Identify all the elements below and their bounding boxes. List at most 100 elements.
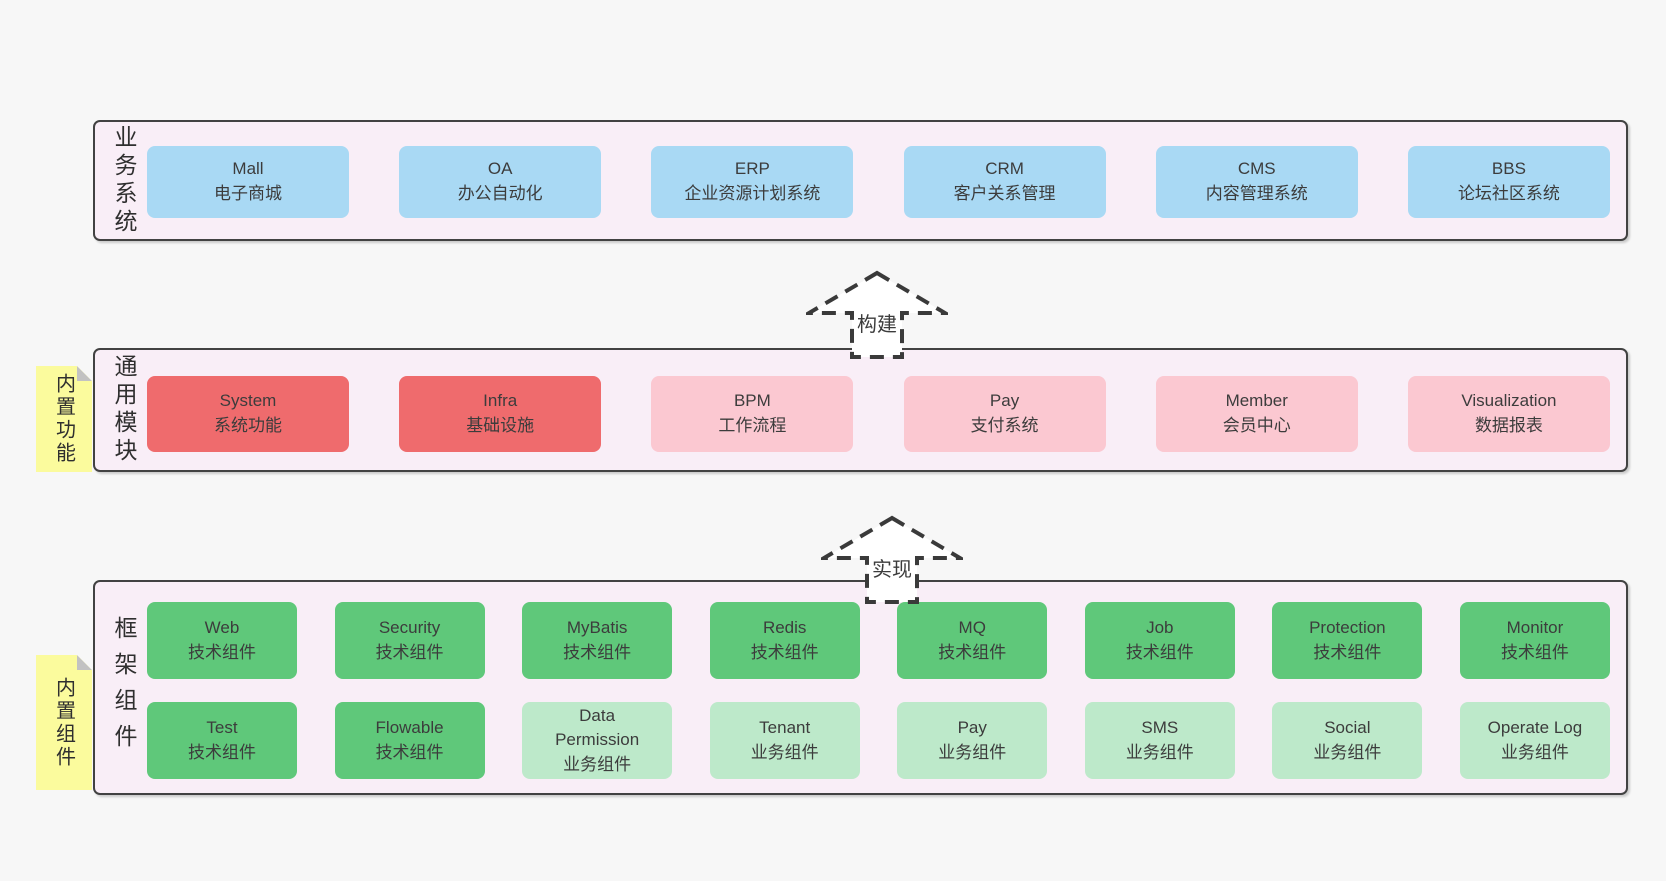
box-desc: 技术组件: [188, 742, 256, 762]
box-web: Web 技术组件: [147, 602, 297, 679]
box-protection: Protection 技术组件: [1272, 602, 1423, 679]
arrow-build: 构建: [806, 270, 948, 360]
box-name: Web: [204, 617, 240, 637]
box-test: Test 技术组件: [147, 702, 297, 779]
box-name: Tenant: [759, 717, 811, 737]
box-name: Pay: [957, 717, 987, 737]
box-desc: 企业资源计划系统: [684, 184, 821, 203]
box-desc: 技术组件: [750, 642, 819, 662]
box-desc: 业务组件: [1313, 742, 1382, 762]
box-desc: 办公自动化: [457, 184, 543, 203]
box-flowable: Flowable 技术组件: [334, 702, 485, 779]
box-name: Mall: [232, 159, 264, 179]
box-job: Job 技术组件: [1084, 602, 1235, 679]
business-systems-label: 业务系统: [111, 124, 137, 237]
box-desc: 技术组件: [1500, 642, 1569, 662]
box-name: Protection: [1309, 617, 1386, 637]
box-name: Visualization: [1461, 391, 1557, 411]
box-name: CMS: [1237, 159, 1276, 179]
arrow-build-label: 构建: [854, 308, 900, 337]
box-name: Member: [1225, 391, 1288, 411]
box-name: Operate Log: [1487, 717, 1583, 737]
box-name: Infra: [483, 391, 518, 411]
box-tenant: Tenant 业务组件: [709, 702, 860, 779]
box-name: Data Permission: [555, 705, 640, 750]
box-name: Security: [378, 617, 441, 637]
box-desc: 基础设施: [466, 416, 535, 435]
box-desc: 业务组件: [938, 742, 1007, 762]
box-pay-component: Pay 业务组件: [897, 702, 1048, 779]
box-name: Monitor: [1506, 617, 1564, 637]
box-desc: 技术组件: [1313, 642, 1382, 662]
box-desc: 业务组件: [1125, 742, 1194, 762]
box-monitor: Monitor 技术组件: [1459, 602, 1610, 679]
box-cms: CMS 内容管理系统: [1155, 146, 1358, 218]
common-modules-label: 通用模块: [111, 354, 137, 466]
box-name: Social: [1324, 717, 1371, 737]
box-desc: 工作流程: [718, 416, 787, 435]
sticky-note-text: 内置功能: [52, 373, 75, 465]
box-desc: 技术组件: [938, 642, 1007, 662]
box-infra: Infra 基础设施: [399, 376, 602, 452]
box-member: Member 会员中心: [1155, 376, 1358, 452]
box-desc: 业务组件: [750, 742, 819, 762]
box-erp: ERP 企业资源计划系统: [651, 146, 854, 218]
arrow-implement-label: 实现: [869, 553, 915, 582]
folded-corner-icon: [77, 655, 92, 670]
framework-components-row-2: Test 技术组件 Flowable 技术组件 Data Permission …: [147, 702, 1610, 779]
box-name: Test: [206, 717, 238, 737]
box-desc: 业务组件: [563, 754, 632, 774]
folded-corner-icon: [77, 366, 92, 381]
box-social: Social 业务组件: [1272, 702, 1423, 779]
business-systems-row: Mall 电子商城 OA 办公自动化 ERP 企业资源计划系统 CRM 客户关系…: [147, 146, 1610, 218]
sticky-note-builtin-component: 内置组件: [36, 655, 92, 790]
box-mq: MQ 技术组件: [897, 602, 1048, 679]
box-desc: 论坛社区系统: [1457, 184, 1560, 203]
box-desc: 客户关系管理: [953, 184, 1056, 203]
box-desc: 数据报表: [1474, 416, 1543, 435]
box-security: Security 技术组件: [334, 602, 485, 679]
business-systems-container: 业务系统 Mall 电子商城 OA 办公自动化 ERP 企业资源计划系统 CRM…: [93, 120, 1628, 241]
box-desc: 技术组件: [188, 642, 256, 662]
box-name: OA: [487, 159, 513, 179]
box-name: ERP: [734, 159, 770, 179]
box-name: Flowable: [375, 717, 444, 737]
box-desc: 技术组件: [375, 742, 444, 762]
box-operate-log: Operate Log 业务组件: [1459, 702, 1610, 779]
box-bpm: BPM 工作流程: [651, 376, 854, 452]
box-data-permission: Data Permission 业务组件: [522, 702, 673, 779]
box-name: SMS: [1141, 717, 1179, 737]
framework-components-container: 框架组件 Web 技术组件 Security 技术组件 MyBatis 技术组件…: [93, 580, 1628, 795]
common-modules-container: 通用模块 System 系统功能 Infra 基础设施 BPM 工作流程 Pay…: [93, 348, 1628, 472]
box-sms: SMS 业务组件: [1084, 702, 1235, 779]
box-desc: 系统功能: [214, 416, 282, 435]
box-system: System 系统功能: [147, 376, 349, 452]
box-visualization: Visualization 数据报表: [1407, 376, 1610, 452]
box-oa: OA 办公自动化: [399, 146, 602, 218]
box-desc: 技术组件: [375, 642, 444, 662]
box-crm: CRM 客户关系管理: [903, 146, 1106, 218]
box-name: System: [219, 391, 277, 411]
box-bbs: BBS 论坛社区系统: [1407, 146, 1610, 218]
box-desc: 技术组件: [563, 642, 632, 662]
box-desc: 电子商城: [214, 184, 282, 203]
box-redis: Redis 技术组件: [709, 602, 860, 679]
framework-components-row-1: Web 技术组件 Security 技术组件 MyBatis 技术组件 Redi…: [147, 602, 1610, 679]
box-name: BPM: [733, 391, 771, 411]
box-pay-module: Pay 支付系统: [903, 376, 1106, 452]
box-mall: Mall 电子商城: [147, 146, 349, 218]
box-name: BBS: [1491, 159, 1526, 179]
framework-components-label: 框架组件: [111, 615, 137, 760]
box-desc: 支付系统: [970, 416, 1039, 435]
box-desc: 技术组件: [1125, 642, 1194, 662]
sticky-note-builtin-function: 内置功能: [36, 366, 92, 472]
box-name: MyBatis: [566, 617, 628, 637]
box-desc: 内容管理系统: [1205, 184, 1308, 203]
box-name: MQ: [958, 617, 986, 637]
common-modules-row: System 系统功能 Infra 基础设施 BPM 工作流程 Pay 支付系统…: [147, 376, 1610, 452]
box-mybatis: MyBatis 技术组件: [522, 602, 673, 679]
box-name: CRM: [985, 159, 1024, 179]
box-name: Redis: [762, 617, 807, 637]
box-name: Job: [1146, 617, 1174, 637]
sticky-note-text: 内置组件: [52, 676, 75, 769]
